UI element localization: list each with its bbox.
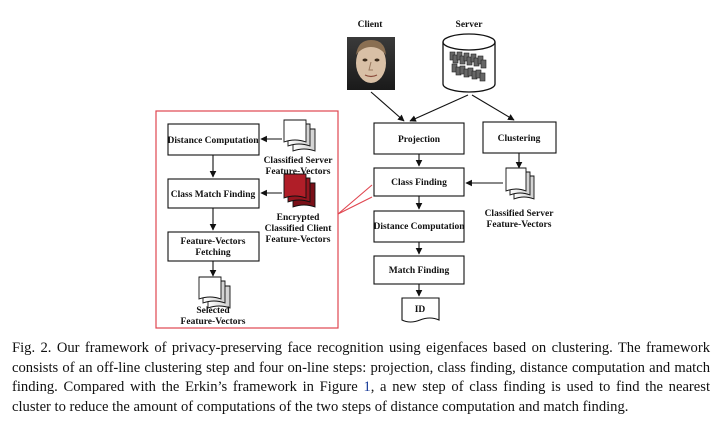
class-finding-box: Class Finding xyxy=(373,167,465,197)
detail-feature-vectors-fetching-box: Feature-Vectors Fetching xyxy=(167,231,260,262)
classified-server-label-line1: Classified Server xyxy=(485,209,555,219)
svg-text:Fetching: Fetching xyxy=(195,248,231,258)
detail-classified-server-label-line1: Classified Server xyxy=(264,156,334,166)
svg-text:Class Match Finding: Class Match Finding xyxy=(171,190,256,200)
svg-text:ID: ID xyxy=(415,305,426,315)
svg-text:Feature-Vectors: Feature-Vectors xyxy=(181,237,246,247)
detail-classified-server-label-line2: Feature-Vectors xyxy=(266,167,331,177)
classified-server-docs-icon xyxy=(505,167,535,200)
detail-class-match-finding-box: Class Match Finding xyxy=(167,178,260,209)
client-label: Client xyxy=(358,20,384,30)
svg-text:Clustering: Clustering xyxy=(498,134,541,144)
detail-connector-bottom xyxy=(337,196,373,215)
encrypted-client-label-line2: Classified Client xyxy=(265,224,333,234)
selected-feature-vectors-docs-icon xyxy=(198,276,231,309)
encrypted-client-label-line1: Encrypted xyxy=(277,213,320,223)
svg-text:Distance Computation: Distance Computation xyxy=(373,222,465,232)
caption-text-end: , a new step of class finding is used to… xyxy=(12,379,711,415)
selected-label-line1: Selected xyxy=(196,306,230,316)
svg-text:Distance Computation: Distance Computation xyxy=(167,136,259,146)
clustering-box: Clustering xyxy=(482,121,557,154)
framework-diagram: Client Server Projection xyxy=(155,20,557,329)
svg-text:Match Finding: Match Finding xyxy=(389,266,450,276)
encrypted-client-label-line3: Feature-Vectors xyxy=(266,235,331,245)
distance-computation-box: Distance Computation xyxy=(373,210,465,243)
arrow-server-projection xyxy=(409,94,469,122)
caption-text: Fig. 2. Our framework of privacy-preserv… xyxy=(12,340,710,395)
encrypted-client-docs-icon xyxy=(283,173,316,208)
figure-caption: Fig. 2. Our framework of privacy-preserv… xyxy=(12,339,710,417)
selected-label-line2: Feature-Vectors xyxy=(181,317,246,327)
detail-panel xyxy=(155,110,339,329)
svg-text:Class Finding: Class Finding xyxy=(391,178,447,188)
server-database-icon xyxy=(442,33,496,93)
arrow-client-projection xyxy=(370,91,405,122)
id-output-document: ID xyxy=(401,297,440,323)
detail-distance-computation-box: Distance Computation xyxy=(167,123,260,156)
classified-server-label-line2: Feature-Vectors xyxy=(487,220,552,230)
svg-text:Projection: Projection xyxy=(398,135,441,145)
match-finding-box: Match Finding xyxy=(373,255,465,285)
detail-connector-top xyxy=(337,184,373,215)
figure-reference-link[interactable]: 1 xyxy=(363,379,371,395)
server-label: Server xyxy=(456,20,484,30)
client-face-image xyxy=(347,37,395,90)
arrow-server-clustering xyxy=(471,94,515,121)
detail-classified-server-docs-icon xyxy=(283,119,316,152)
projection-box: Projection xyxy=(373,122,465,155)
